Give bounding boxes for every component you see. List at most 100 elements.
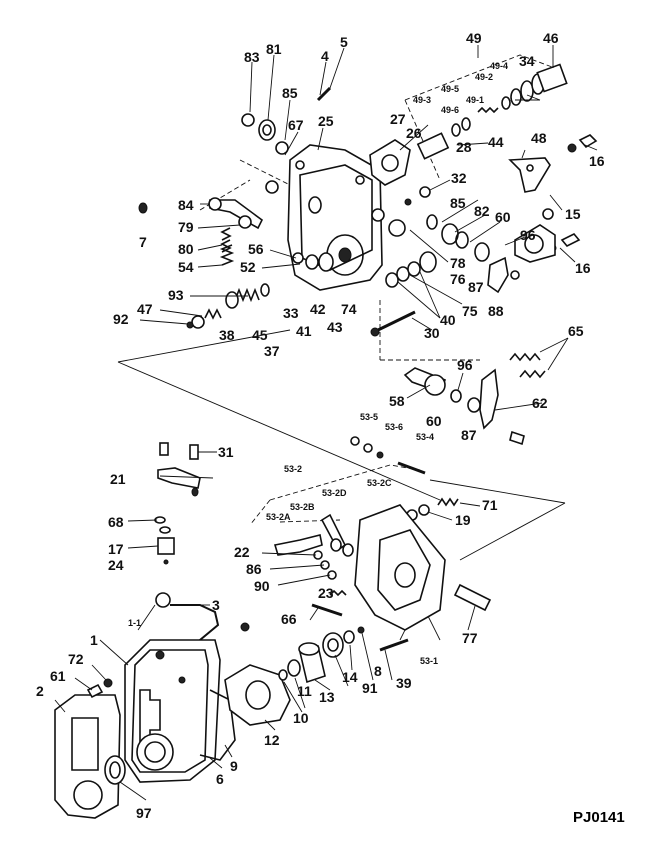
callout: 87 bbox=[461, 427, 477, 443]
callout: 53-1 bbox=[420, 656, 438, 666]
callout: 17 bbox=[108, 541, 124, 557]
callout: 49-4 bbox=[490, 61, 508, 71]
callout: 77 bbox=[462, 630, 478, 646]
callout: 88 bbox=[488, 303, 504, 319]
callout: 86 bbox=[246, 561, 262, 577]
callout: 25 bbox=[318, 113, 334, 129]
callout: 39 bbox=[396, 675, 412, 691]
callout: 53-2 bbox=[284, 464, 302, 474]
callout: 33 bbox=[283, 305, 299, 321]
callout: 16 bbox=[589, 153, 605, 169]
callout: 16 bbox=[575, 260, 591, 276]
callout: 2 bbox=[36, 683, 44, 699]
callout: 47 bbox=[137, 301, 153, 317]
callout: 62 bbox=[532, 395, 548, 411]
callout: 80 bbox=[178, 241, 194, 257]
callout: 23 bbox=[318, 585, 334, 601]
leader-lines bbox=[54, 45, 598, 801]
callout: 60 bbox=[495, 209, 511, 225]
callout: 49-2 bbox=[475, 72, 493, 82]
callout: 85 bbox=[450, 195, 466, 211]
callout: 49-5 bbox=[441, 84, 459, 94]
callout: 45 bbox=[252, 327, 268, 343]
callout: 49 bbox=[466, 30, 482, 46]
callout: 1-1 bbox=[128, 618, 141, 628]
callout: 49-6 bbox=[441, 105, 459, 115]
callout: 54 bbox=[178, 259, 194, 275]
callout: 19 bbox=[455, 512, 471, 528]
callout: 9 bbox=[230, 758, 238, 774]
callout: 53-4 bbox=[416, 432, 434, 442]
callout: 6 bbox=[216, 771, 224, 787]
callout: 49-1 bbox=[466, 95, 484, 105]
callout: 72 bbox=[68, 651, 84, 667]
callout-labels: 83 81 4 5 49 46 49-4 49-2 34 49-5 49-3 4… bbox=[36, 30, 605, 821]
callout: 3 bbox=[212, 597, 220, 613]
callout: 93 bbox=[168, 287, 184, 303]
callout: 82 bbox=[474, 203, 490, 219]
callout: 91 bbox=[362, 680, 378, 696]
callout: 14 bbox=[342, 669, 358, 685]
callout: 96 bbox=[520, 227, 536, 243]
callout: 90 bbox=[254, 578, 270, 594]
callout: 97 bbox=[136, 805, 152, 821]
callout: 13 bbox=[319, 689, 335, 705]
callout: 71 bbox=[482, 497, 498, 513]
callout: 53-2C bbox=[367, 478, 392, 488]
callout: 27 bbox=[390, 111, 406, 127]
callout: 8 bbox=[374, 663, 382, 679]
callout: 30 bbox=[424, 325, 440, 341]
callout: 74 bbox=[341, 301, 357, 317]
callout: 5 bbox=[340, 34, 348, 50]
callout: 78 bbox=[450, 255, 466, 271]
callout: 15 bbox=[565, 206, 581, 222]
callout: 1 bbox=[90, 632, 98, 648]
callout: 92 bbox=[113, 311, 129, 327]
callout: 10 bbox=[293, 710, 309, 726]
callout: 52 bbox=[240, 259, 256, 275]
callout: 32 bbox=[451, 170, 467, 186]
callout: 53-5 bbox=[360, 412, 378, 422]
callout: 76 bbox=[450, 271, 466, 287]
callout: 67 bbox=[288, 117, 304, 133]
callout: 83 bbox=[244, 49, 260, 65]
callout: 96 bbox=[457, 357, 473, 373]
callout: 37 bbox=[264, 343, 280, 359]
callout: 21 bbox=[110, 471, 126, 487]
callout: 60 bbox=[426, 413, 442, 429]
callout: 43 bbox=[327, 319, 343, 335]
callout: 34 bbox=[519, 53, 535, 69]
callout: 79 bbox=[178, 219, 194, 235]
callout: 85 bbox=[282, 85, 298, 101]
callout: 40 bbox=[440, 312, 456, 328]
lower-assembly bbox=[54, 592, 365, 819]
callout: 68 bbox=[108, 514, 124, 530]
callout: 49-3 bbox=[413, 95, 431, 105]
callout: 41 bbox=[296, 323, 312, 339]
callout: 53-2A bbox=[266, 512, 291, 522]
callout: 53-2D bbox=[322, 488, 347, 498]
callout: 61 bbox=[50, 668, 66, 684]
callout: 75 bbox=[462, 303, 478, 319]
callout: 11 bbox=[297, 683, 312, 699]
callout: 26 bbox=[406, 125, 422, 141]
upper-assembly bbox=[138, 63, 598, 337]
callout: 12 bbox=[264, 732, 280, 748]
callout: 28 bbox=[456, 139, 472, 155]
callout: 58 bbox=[389, 393, 405, 409]
callout: 56 bbox=[248, 241, 264, 257]
callout: 48 bbox=[531, 130, 547, 146]
callout: 22 bbox=[234, 544, 250, 560]
callout: 65 bbox=[568, 323, 584, 339]
callout: 53-2B bbox=[290, 502, 315, 512]
callout: 44 bbox=[488, 134, 504, 150]
callout: 53-6 bbox=[385, 422, 403, 432]
callout: 81 bbox=[266, 41, 282, 57]
callout: 24 bbox=[108, 557, 124, 573]
callout: 38 bbox=[219, 327, 235, 343]
drawing-code: PJ0141 bbox=[573, 809, 625, 826]
callout: 7 bbox=[139, 234, 147, 250]
callout: 84 bbox=[178, 197, 194, 213]
callout: 42 bbox=[310, 301, 326, 317]
